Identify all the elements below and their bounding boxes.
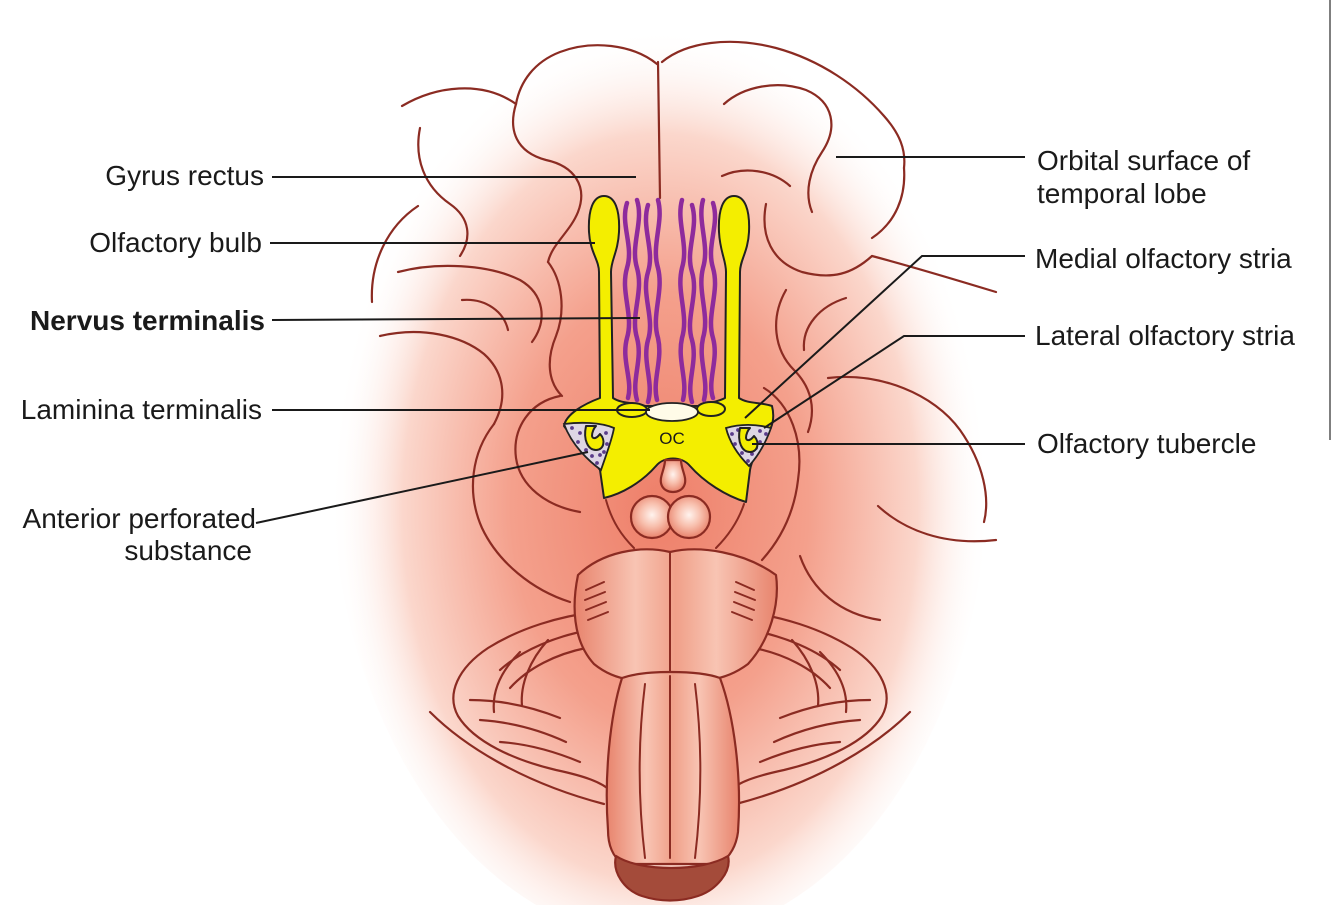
- gyrus-outline: [514, 44, 659, 106]
- gyrus-outline: [760, 386, 801, 562]
- nervus-terminalis-fiber: [622, 200, 632, 401]
- tuber-cinereum-outline: [605, 499, 745, 549]
- nervus-terminalis-fiber: [708, 200, 718, 401]
- label-nervus-terminalis: Nervus terminalis: [30, 305, 265, 336]
- gyrus-outline: [870, 254, 998, 294]
- medulla: [605, 670, 741, 866]
- label-gyrus-rectus: Gyrus rectus: [105, 160, 264, 191]
- gyrus-outline: [720, 169, 792, 188]
- label-orbital-surface-2: temporal lobe: [1037, 178, 1207, 209]
- pons-fibers: [584, 581, 756, 621]
- olfactory-tubercle-right: [738, 427, 759, 453]
- label-olfactory-tubercle: Olfactory tubercle: [1037, 428, 1256, 459]
- label-anterior-perforated-2: substance: [124, 535, 252, 566]
- lamina-terminalis: [645, 402, 699, 422]
- mammillary-body-left: [629, 494, 675, 540]
- midline-fissure: [656, 60, 662, 200]
- label-lateral-olfactory-stria: Lateral olfactory stria: [1035, 320, 1295, 351]
- gyrus-outline: [870, 166, 906, 240]
- gyrus-outline: [722, 84, 833, 214]
- labels-right: Orbital surface of temporal lobe Medial …: [1035, 145, 1295, 459]
- pons: [573, 548, 778, 682]
- gyrus-outline: [876, 504, 998, 543]
- nervus-terminalis-fiber: [643, 202, 653, 405]
- nervus-terminalis-fiber: [687, 202, 697, 405]
- gyrus-outline: [826, 376, 988, 524]
- gyrus-outline: [798, 554, 882, 622]
- optic-chiasm-label: OC: [659, 429, 685, 448]
- nervus-terminalis-fiber: [632, 197, 642, 403]
- leader-lines: [255, 156, 1025, 524]
- anterior-perforated-substance-left: [562, 421, 616, 472]
- leader-medial-stria: [744, 255, 1025, 419]
- medulla-cut-surface: [614, 854, 730, 902]
- label-lamina-terminalis: Laminina terminalis: [21, 394, 262, 425]
- medulla-pyramids: [638, 675, 702, 859]
- anterior-perforated-substance-right: [724, 424, 773, 468]
- gyrus-outline: [546, 260, 564, 398]
- gyrus-outline: [514, 394, 582, 514]
- gyrus-outline: [460, 298, 510, 332]
- nervus-terminalis-fiber: [653, 197, 662, 403]
- nervus-terminalis-fibers: [622, 197, 718, 405]
- nervus-terminalis-fiber: [699, 197, 708, 403]
- mammillary-body-right: [666, 494, 712, 540]
- gyrus-outline: [660, 40, 906, 170]
- leader-lateral-stria: [763, 335, 1025, 429]
- gyrus-outline: [802, 296, 848, 352]
- gyrus-outline: [378, 330, 504, 426]
- gyrus-outline: [775, 288, 814, 434]
- leader-anterior-perforated: [255, 451, 589, 524]
- label-olfactory-bulb: Olfactory bulb: [89, 227, 262, 258]
- infundibulum: [659, 458, 687, 494]
- gyrus-outline: [512, 102, 583, 264]
- cerebral-hemispheres: [370, 40, 998, 622]
- label-medial-olfactory-stria: Medial olfactory stria: [1035, 243, 1292, 274]
- nervus-terminalis-fiber: [678, 197, 687, 403]
- leader-nervus-terminalis: [271, 317, 641, 321]
- label-orbital-surface-1: Orbital surface of: [1037, 145, 1250, 176]
- lamina-bump-right: [696, 401, 726, 417]
- labels-left: Gyrus rectus Olfactory bulb Nervus termi…: [21, 160, 265, 566]
- gyrus-outline: [471, 422, 572, 604]
- gyrus-outline: [417, 126, 469, 258]
- gyrus-outline: [370, 204, 420, 304]
- gyrus-outline: [400, 87, 518, 108]
- gyrus-outline: [763, 202, 874, 277]
- label-anterior-perforated-1: Anterior perforated: [23, 503, 256, 534]
- olfactory-tubercle-left: [584, 425, 605, 451]
